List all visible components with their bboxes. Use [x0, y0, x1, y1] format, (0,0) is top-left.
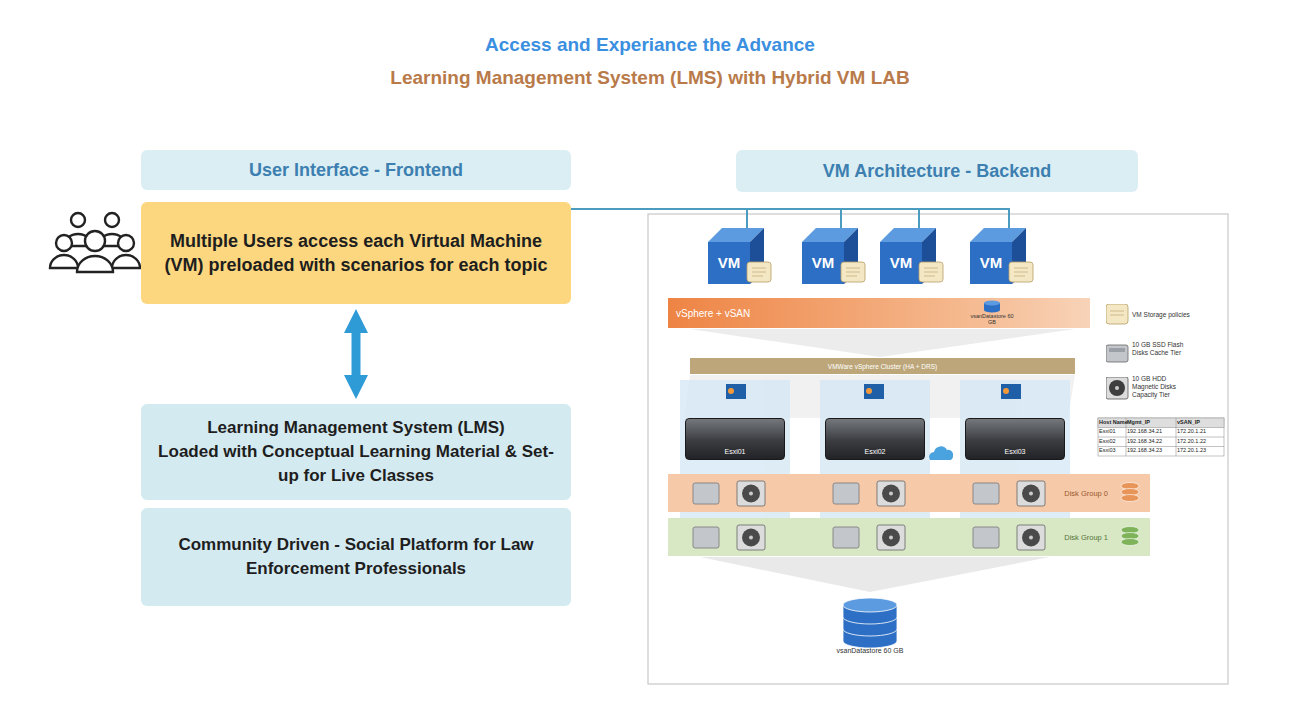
- funnel: [690, 329, 1075, 357]
- table-cell: Esxi03: [1099, 447, 1126, 453]
- legend-icon: [1106, 377, 1130, 401]
- cluster-band: VMWare vSphere Cluster (HA + DRS): [690, 358, 1075, 374]
- table-cell: Esxi01: [1099, 428, 1126, 434]
- vm-cube: VM: [880, 228, 958, 284]
- funnel: [700, 557, 1050, 592]
- ha-agent-icons: [726, 384, 1021, 399]
- connector-line: [571, 209, 747, 228]
- node-text: VM: [708, 242, 750, 284]
- title-text: Access and Experiance the Advance: [0, 34, 1300, 56]
- table-cell: 172.20.1.21: [1177, 428, 1224, 434]
- node-text: Community Driven - Social Platform for L…: [149, 533, 563, 581]
- double-arrow: [352, 333, 361, 375]
- table-cell: 192.168.34.22: [1127, 438, 1176, 444]
- section-header: User Interface - Frontend: [141, 150, 571, 190]
- node-text: Loaded with Conceptual Learning Material…: [149, 440, 563, 488]
- disk-group-band: Disk Group 0: [668, 474, 1150, 512]
- users-icon: [50, 213, 140, 272]
- legend-text: 10 GB HDD Magnetic Disks Capacity Tier: [1132, 375, 1192, 399]
- legend-text: 10 GB SSD Flash Disks Cache Tier: [1132, 341, 1192, 357]
- datastore-cylinder: vsanDatastore 60 GB: [835, 589, 905, 674]
- node-text: VMWare vSphere Cluster (HA + DRS): [828, 363, 937, 370]
- host-table-grid: [1098, 418, 1224, 456]
- node-text: Disk Group 1: [1064, 533, 1108, 542]
- subtitle-text: Learning Management System (LMS) with Hy…: [0, 66, 1300, 91]
- legend-text: VM Storage policies: [1132, 311, 1222, 319]
- layer-band: vSphere + vSAN: [668, 298, 1090, 328]
- node-text: VM: [880, 242, 922, 284]
- table-cell: 172.20.1.22: [1177, 438, 1224, 444]
- table-cell: Host Name: [1099, 419, 1126, 425]
- table-cell: 192.168.34.21: [1127, 428, 1176, 434]
- connector-line: [571, 209, 919, 228]
- server-host: Esxi01: [685, 418, 785, 460]
- node-text: Disk Group 0: [1064, 489, 1108, 498]
- process-box: Multiple Users access each Virtual Machi…: [141, 202, 571, 304]
- node-text: Esxi02: [864, 448, 885, 455]
- cylinder-shape: [835, 589, 905, 649]
- server-host: Esxi02: [825, 418, 925, 460]
- vm-cube: VM: [802, 228, 880, 284]
- cloud-icon: [929, 446, 953, 460]
- section-header: VM Architecture - Backend: [736, 150, 1138, 192]
- table-cell: 192.168.34.23: [1127, 447, 1176, 453]
- vm-cube: VM: [708, 228, 786, 284]
- connector-line: [571, 209, 1009, 228]
- connector-line: [571, 209, 841, 228]
- table-cell: Esxi02: [1099, 438, 1126, 444]
- table-cell: Mgmt_IP: [1127, 419, 1176, 425]
- node-text: Learning Management System (LMS): [207, 416, 505, 440]
- node-text: Multiple Users access each Virtual Machi…: [163, 229, 549, 278]
- illustration-frame: [648, 214, 1228, 684]
- datastore-icon: [983, 300, 1001, 313]
- node-text: User Interface - Frontend: [249, 160, 463, 181]
- table-cell: 172.20.1.23: [1177, 447, 1224, 453]
- node-text: VM: [970, 242, 1012, 284]
- node-text: Esxi01: [724, 448, 745, 455]
- node-text: vsanDatastore 60 GB: [837, 647, 904, 655]
- legend-icon: [1106, 304, 1130, 328]
- table-cell: vSAN_IP: [1177, 419, 1224, 425]
- datastore-badge: vsanDatastore 60 GB: [968, 313, 1016, 326]
- process-box: Learning Management System (LMS)Loaded w…: [141, 404, 571, 500]
- node-text: vSphere + vSAN: [676, 308, 750, 319]
- process-box: Community Driven - Social Platform for L…: [141, 508, 571, 606]
- server-host: Esxi03: [965, 418, 1065, 460]
- vm-cube: VM: [970, 228, 1048, 284]
- node-text: Esxi03: [1004, 448, 1025, 455]
- node-text: VM: [802, 242, 844, 284]
- node-text: VM Architecture - Backend: [823, 161, 1051, 182]
- disk-group-band: Disk Group 1: [668, 518, 1150, 556]
- legend-icon: [1106, 343, 1130, 367]
